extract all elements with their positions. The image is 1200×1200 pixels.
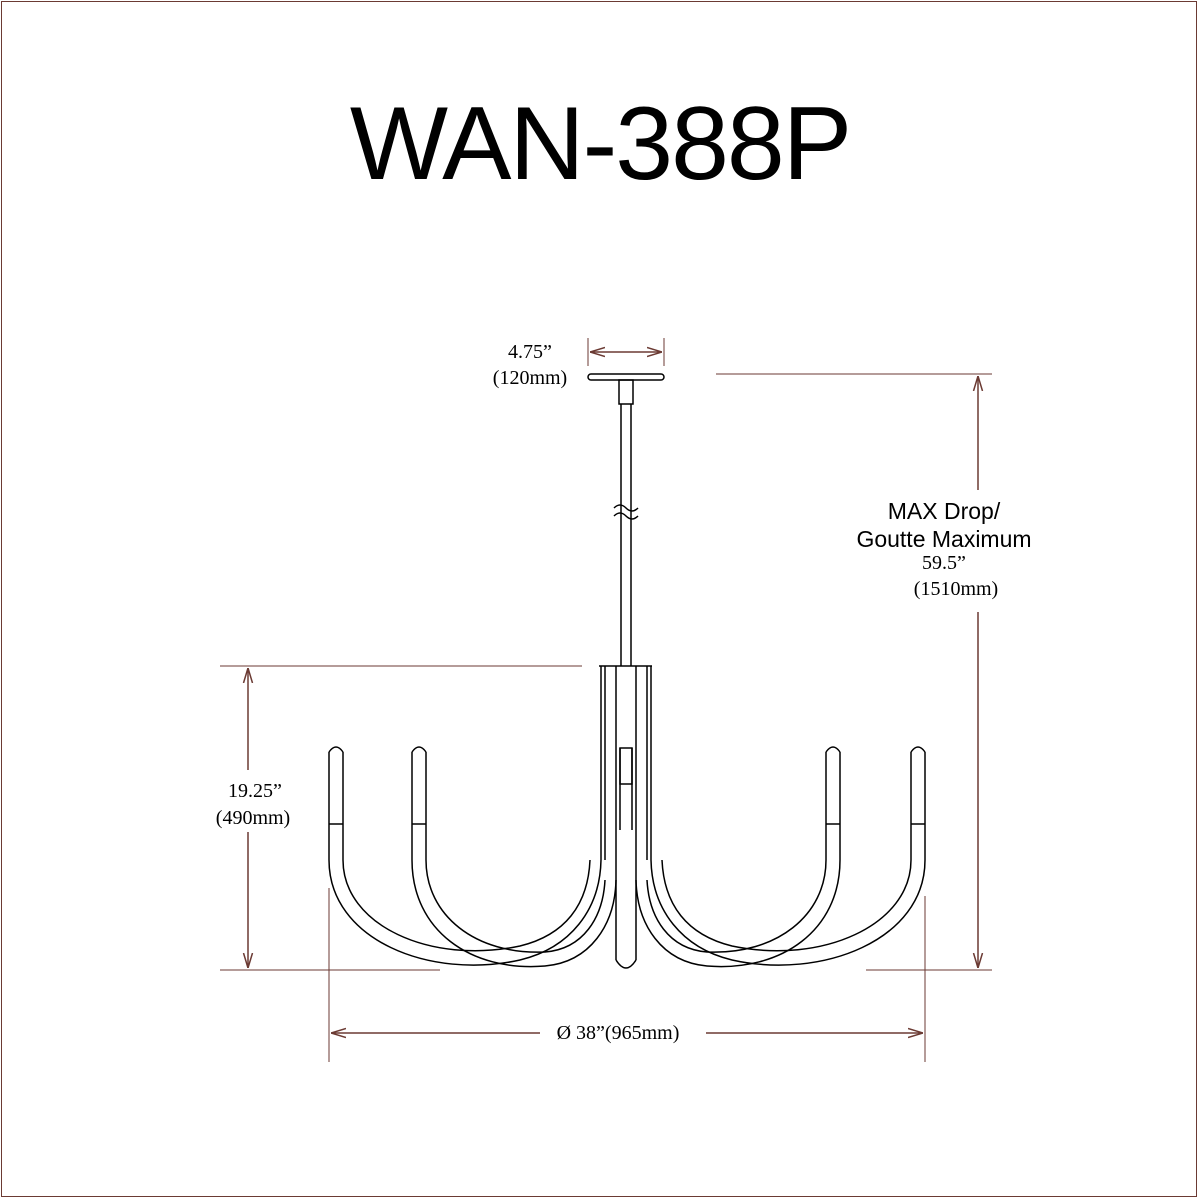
max-drop-label: MAX Drop/ [888, 498, 1001, 524]
max-drop-mm: (1510mm) [914, 578, 998, 600]
dimension-lines [220, 338, 992, 1062]
max-drop-label-fr: Goutte Maximum [856, 526, 1031, 552]
canopy [587, 373, 665, 405]
fixture-body [599, 665, 652, 969]
canopy-width-mm: (120mm) [493, 367, 567, 389]
max-drop-in: 59.5” [922, 552, 966, 574]
canopy-width-in: 4.75” [508, 341, 552, 363]
diameter-label: Ø 38”(965mm) [557, 1022, 680, 1044]
height-mm: (490mm) [216, 807, 290, 829]
down-rod [613, 404, 639, 666]
model-title: WAN-388P [349, 86, 852, 202]
height-in: 19.25” [228, 780, 282, 802]
arms [328, 746, 926, 968]
